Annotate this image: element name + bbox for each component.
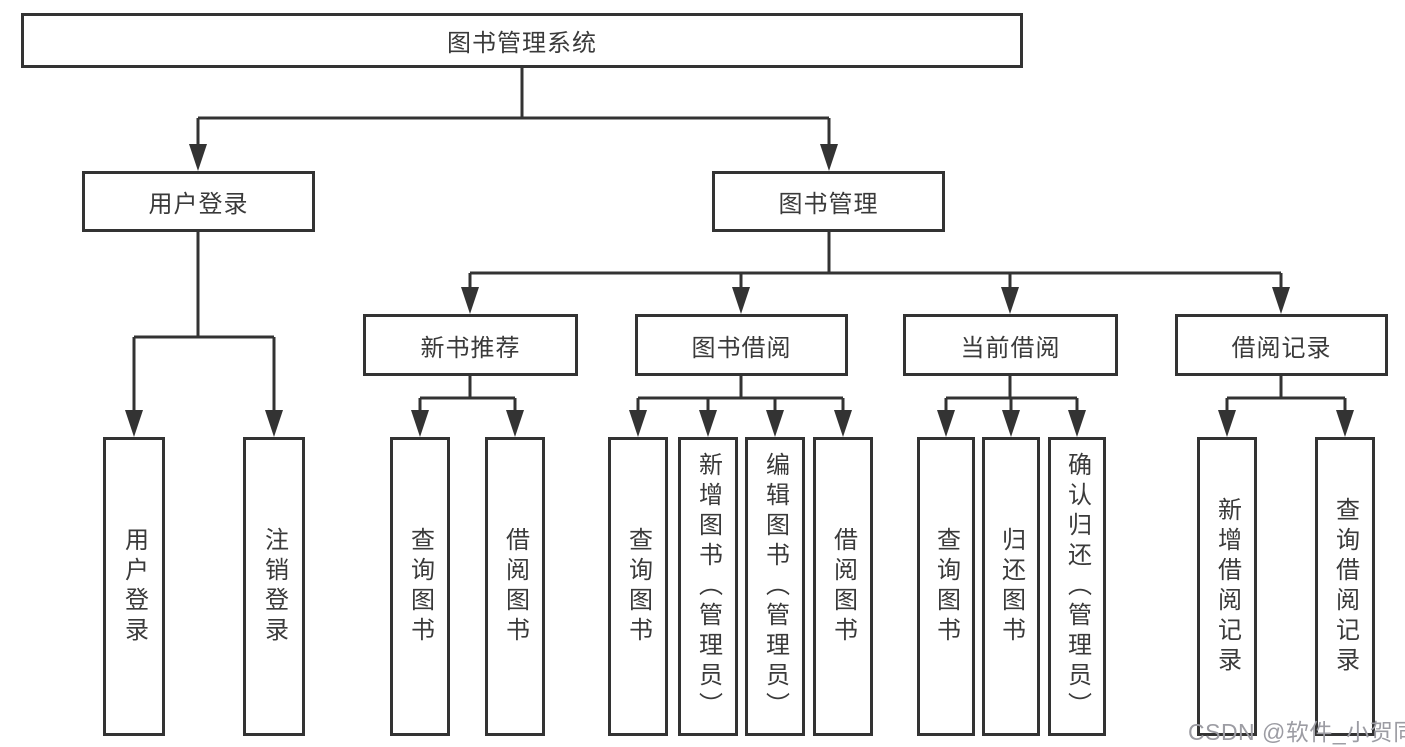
leaf-label: 编辑图书（管理员） xyxy=(761,451,789,722)
leaf-query-borrow-record: 查询借阅记录 xyxy=(1315,437,1375,736)
leaf-add-books-admin: 新增图书（管理员） xyxy=(678,437,738,736)
leaf-add-borrow-record: 新增借阅记录 xyxy=(1197,437,1257,736)
leaf-borrow-books: 借阅图书 xyxy=(813,437,873,736)
leaf-logout-login: 注销登录 xyxy=(243,437,305,736)
leaf-label: 新增借阅记录 xyxy=(1213,496,1241,677)
node-book-borrow: 图书借阅 xyxy=(635,314,848,376)
leaf-label: 新增图书（管理员） xyxy=(694,451,722,722)
leaf-label: 注销登录 xyxy=(260,526,288,647)
leaf-borrow-books-recommend: 借阅图书 xyxy=(485,437,545,736)
node-label: 图书管理 xyxy=(778,191,879,218)
leaf-label: 归还图书 xyxy=(997,526,1025,647)
node-book-management: 图书管理 xyxy=(712,171,945,232)
watermark: CSDN @软件_小贺同学 xyxy=(1188,719,1405,745)
leaf-label: 查询图书 xyxy=(932,526,960,647)
leaf-query-books-borrow: 查询图书 xyxy=(608,437,668,736)
leaf-label: 借阅图书 xyxy=(501,526,529,647)
leaf-label: 确认归还（管理员） xyxy=(1063,451,1091,722)
leaf-label: 用户登录 xyxy=(120,526,148,647)
leaf-label: 查询图书 xyxy=(406,526,434,647)
node-label: 用户登录 xyxy=(148,191,249,218)
leaf-return-books: 归还图书 xyxy=(982,437,1040,736)
node-label: 图书借阅 xyxy=(691,334,792,362)
node-new-book-recommend: 新书推荐 xyxy=(363,314,578,376)
node-label: 图书管理系统 xyxy=(447,30,597,57)
node-user-login: 用户登录 xyxy=(82,171,315,232)
leaf-query-books-current: 查询图书 xyxy=(917,437,975,736)
leaf-label: 查询图书 xyxy=(624,526,652,647)
leaf-label: 查询借阅记录 xyxy=(1331,496,1359,677)
node-library-management-system: 图书管理系统 xyxy=(21,13,1023,68)
leaf-user-login: 用户登录 xyxy=(103,437,165,736)
leaf-query-books-recommend: 查询图书 xyxy=(390,437,450,736)
leaf-label: 借阅图书 xyxy=(829,526,857,647)
node-label: 借阅记录 xyxy=(1231,334,1332,362)
node-label: 当前借阅 xyxy=(960,334,1061,362)
node-current-borrow: 当前借阅 xyxy=(903,314,1118,376)
node-borrow-records: 借阅记录 xyxy=(1175,314,1388,376)
node-label: 新书推荐 xyxy=(420,334,521,362)
leaf-edit-books-admin: 编辑图书（管理员） xyxy=(745,437,805,736)
leaf-confirm-return-admin: 确认归还（管理员） xyxy=(1048,437,1106,736)
